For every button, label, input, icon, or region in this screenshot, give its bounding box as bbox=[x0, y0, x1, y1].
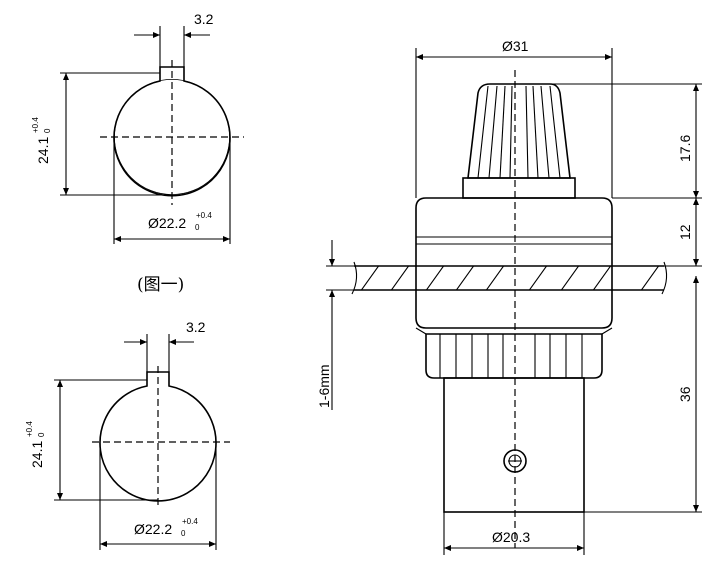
dim-height-1: 24.1 +0.4 0 bbox=[31, 72, 172, 196]
dim-diameter-1: Ø22.2 +0.4 0 bbox=[113, 137, 231, 244]
diameter-tol-top-2: +0.4 bbox=[182, 517, 198, 526]
dim-knob-diameter: Ø31 bbox=[415, 38, 613, 198]
height-tol-top-2: +0.4 bbox=[25, 421, 34, 437]
dim-panel-thickness: 1-6mm bbox=[316, 240, 354, 410]
cutout-shape-1 bbox=[113, 66, 231, 197]
height-tol-top-1: +0.4 bbox=[31, 117, 40, 133]
height-tol-bottom-1: 0 bbox=[43, 128, 52, 133]
height-tol-bottom-2: 0 bbox=[37, 432, 46, 437]
collar bbox=[415, 197, 613, 329]
figure-two-panel-cutout: 3.2 24.1 +0.4 0 Ø22.2 +0.4 0 bbox=[25, 319, 230, 550]
dim-right-side: 17.6 12 36 bbox=[550, 83, 702, 513]
height-label-1: 24.1 bbox=[35, 137, 51, 164]
dim-flat-width-1: 3.2 bbox=[134, 11, 214, 67]
diameter-tol-bottom-2: 0 bbox=[181, 529, 186, 538]
dim-height-2: 24.1 +0.4 0 bbox=[25, 379, 158, 501]
height-label-2: 24.1 bbox=[29, 441, 45, 468]
panel-thickness-label: 1-6mm bbox=[316, 364, 332, 408]
figure-one-panel-cutout: 3.2 24.1 +0.4 0 Ø22.2 +0.4 0 (图一) bbox=[31, 11, 244, 295]
panel-section bbox=[351, 261, 668, 295]
cutout-shape-2 bbox=[99, 371, 217, 502]
diameter-tol-bottom-1: 0 bbox=[195, 223, 200, 232]
figure-one-caption: (图一) bbox=[137, 275, 184, 295]
collar-height-label: 12 bbox=[677, 224, 693, 240]
dim-base-diameter: Ø20.3 bbox=[443, 512, 585, 555]
flat-width-label-2: 3.2 bbox=[186, 319, 206, 335]
base-diameter-label: Ø20.3 bbox=[492, 529, 530, 545]
dim-diameter-2: Ø22.2 +0.4 0 bbox=[99, 442, 217, 550]
body-length-label: 36 bbox=[677, 386, 693, 402]
diameter-label-1: Ø22.2 bbox=[148, 215, 186, 231]
knob-diameter-label: Ø31 bbox=[502, 38, 529, 54]
dim-flat-width-2: 3.2 bbox=[124, 319, 206, 372]
ribbed-nut bbox=[415, 327, 613, 379]
flat-width-label-1: 3.2 bbox=[194, 11, 214, 27]
lower-body bbox=[443, 377, 585, 513]
knob-height-label: 17.6 bbox=[677, 135, 693, 162]
diameter-label-2: Ø22.2 bbox=[134, 521, 172, 537]
knob bbox=[462, 83, 576, 199]
side-view-fuse-holder: Ø31 17.6 12 36 1-6mm bbox=[316, 38, 702, 555]
diameter-tol-top-1: +0.4 bbox=[196, 211, 212, 220]
